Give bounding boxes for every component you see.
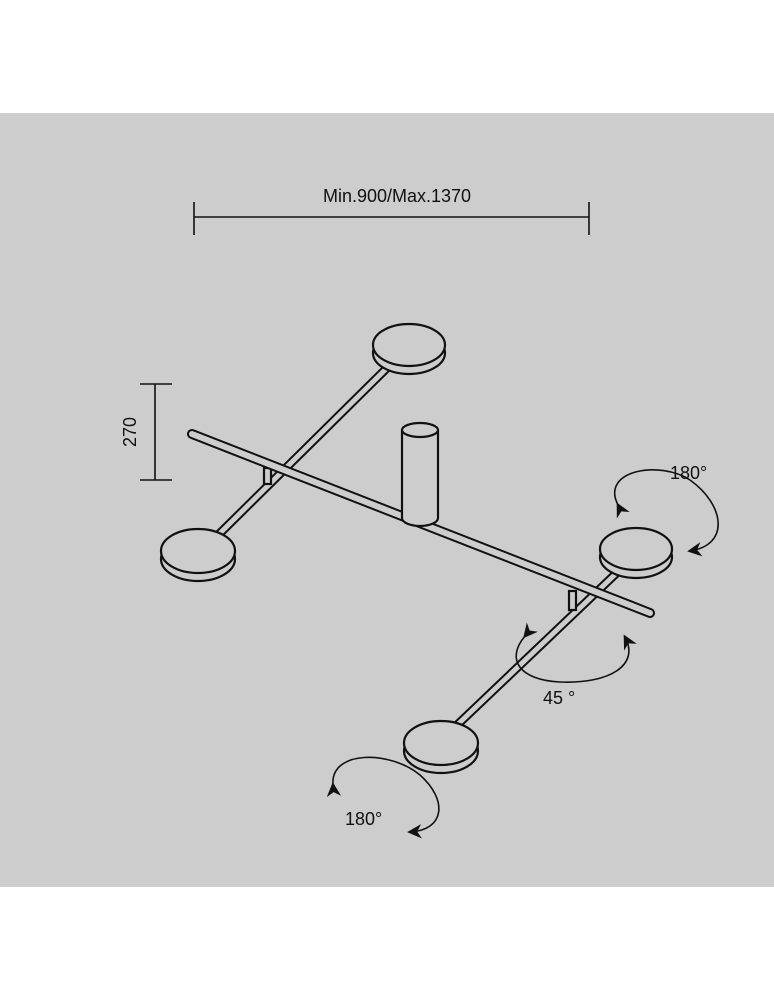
rotation-arrow-45 (515, 622, 637, 683)
width-dimension-label: Min.900/Max.1370 (323, 186, 471, 206)
diagram-background (0, 113, 774, 887)
rotation-label-top-right: 180° (670, 463, 707, 483)
height-dimension-line (140, 383, 172, 481)
ceiling-cylinder (400, 421, 440, 528)
rotation-label-45: 45 ° (543, 688, 575, 708)
width-dimension-line (193, 202, 590, 235)
rotation-label-bottom: 180° (345, 809, 382, 829)
lamp-disc-right (598, 526, 674, 580)
height-dimension-label: 270 (120, 417, 140, 447)
lamp-disc-top (371, 322, 447, 376)
lamp-disc-left (159, 527, 237, 583)
lamp-disc-bottom (402, 719, 480, 775)
rotation-arrow-top-right (614, 469, 719, 557)
arm-left (200, 360, 395, 553)
rotation-arrow-bottom (326, 756, 440, 839)
